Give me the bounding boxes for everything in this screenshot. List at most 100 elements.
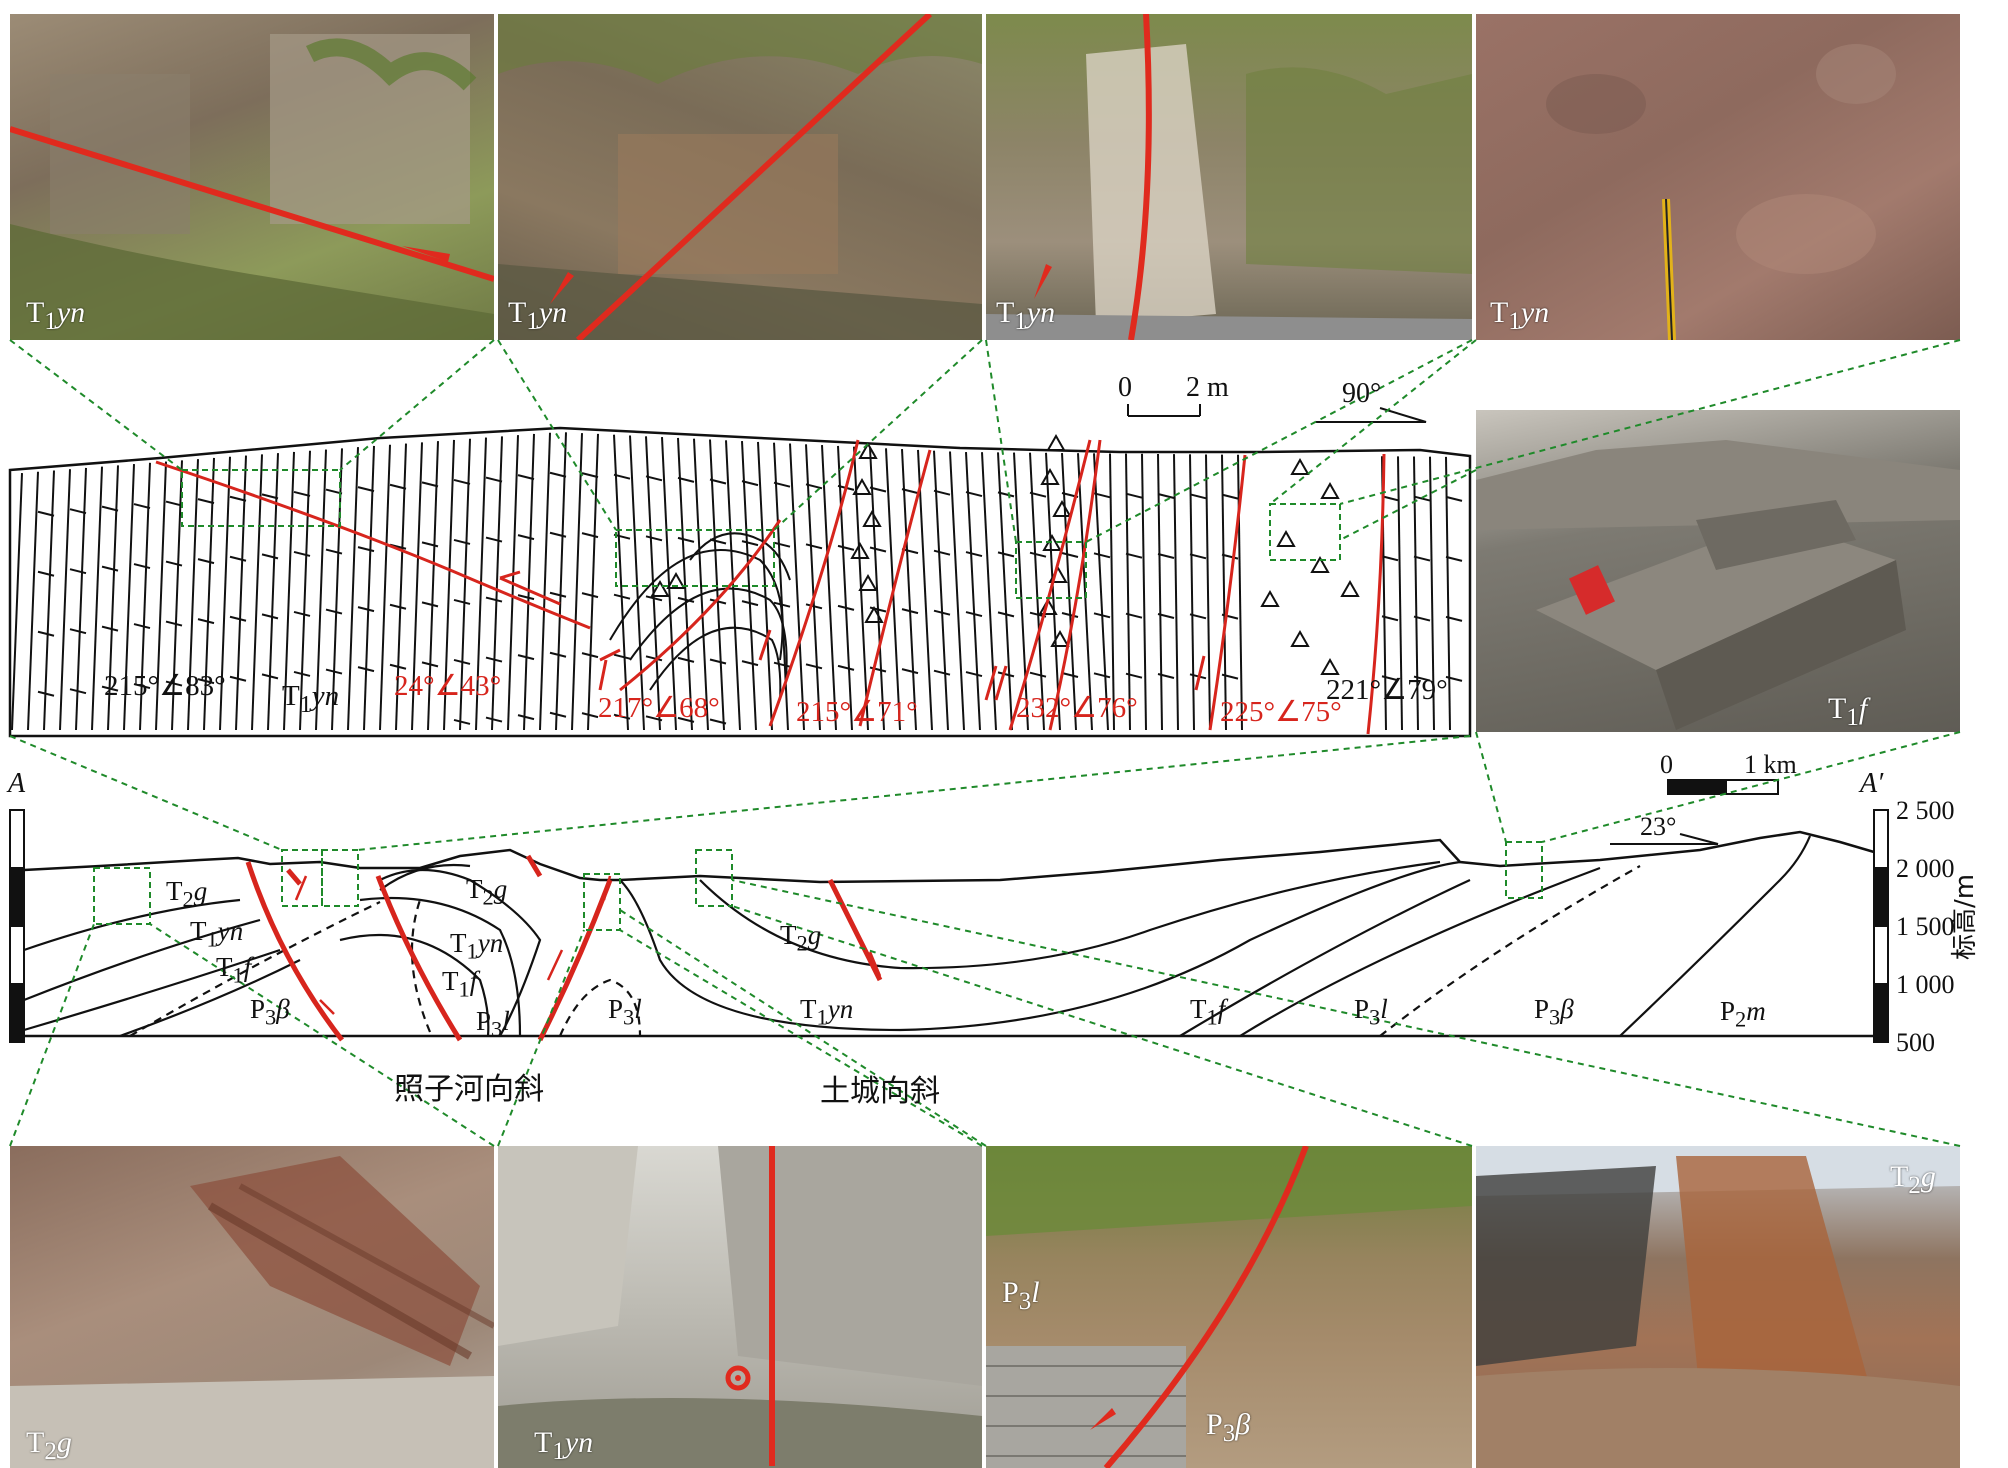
bedding-cross-joint [1413,555,1431,562]
bedding-cross-joint [485,476,503,483]
bedding-line [1029,452,1045,731]
bedding-line [933,450,949,731]
section-dashed-contacts [129,865,1641,1037]
bedding-cross-joint [229,555,247,562]
bedding-cross-joint [741,540,759,547]
bedding-line [773,442,789,731]
bedding-cross-joint [325,548,343,555]
bedding-cross-joint [1157,553,1175,559]
elev-tick-2000: 2 000 [1896,854,1955,883]
section-fault-arrows [294,875,882,1015]
syncline-label-1: 照子河向斜 [394,1072,544,1107]
right-photo: T1f [1476,410,1960,732]
sketch-attitude-fault-5: 225°∠75° [1220,696,1342,728]
bedding-line [1093,453,1109,731]
bedding-line [491,436,503,731]
bedding-line [347,447,359,731]
section-unit-4: P3β [250,994,290,1030]
bedding-line [1061,452,1077,731]
breccia-triangle [666,571,686,589]
breccia-triangle [1310,555,1330,573]
bottom-photo-4: T2g [1476,1146,1960,1468]
bedding-cross-joint [1445,495,1463,502]
section-topography [23,830,1875,884]
bedding-cross-joint [837,604,855,611]
bedding-cross-joint [1445,675,1463,682]
top-photo-1-label: T1yn [26,296,86,335]
bedding-line [901,449,917,731]
bedding-line [1397,456,1403,731]
bedding-cross-joint [229,615,247,622]
bottom-photo-1-label: T2g [26,1426,72,1465]
bedding-cross-joint [773,541,791,548]
breccia-triangle [1290,629,1310,647]
bedding-line [1237,454,1243,731]
bedding-cross-joint [741,660,759,667]
bedding-line [155,461,167,731]
bedding-cross-joint [805,663,823,670]
bedding-cross-joint [357,486,375,493]
bedding-cross-joint [645,595,663,602]
bedding-cross-joint [133,563,151,570]
bedding-cross-joint [1381,675,1399,682]
bedding-cross-joint [549,711,567,718]
bedding-cross-joint [261,613,279,620]
elev-tick-2500: 2 500 [1896,796,1955,825]
breccia-triangle [858,573,878,591]
bedding-cross-joint [1445,555,1463,562]
sketch-faults [155,439,1386,735]
bedding-cross-joint [293,550,311,557]
bottom-photo-1: T2g [10,1146,494,1468]
bedding-line [821,445,837,731]
sketch-bedding-angle: 90° [1342,378,1382,409]
bedding-cross-joint [1093,672,1111,679]
breccia-triangle [1276,529,1296,547]
bedding-line [43,470,55,731]
bedding-cross-joint [1413,615,1431,622]
bedding-cross-joint [1029,671,1047,678]
bedding-line [661,437,677,731]
bedding-cross-joint [1029,491,1047,498]
top-photo-4: T1yn [1476,14,1960,340]
bedding-cross-joint [549,471,567,478]
bedding-cross-joint [933,489,951,496]
bedding-line [555,432,567,731]
breccia-triangle [858,441,878,459]
top-photo-3: T1yn [986,14,1472,340]
bedding-cross-joint [69,628,87,635]
bedding-cross-joint [933,669,951,676]
bedding-cross-joint [485,716,503,723]
breccia-triangle [1052,499,1072,517]
bedding-line [459,438,471,731]
bedding-cross-joint [357,606,375,613]
bedding-line [219,456,231,731]
section-label-a-prime: A′ [1860,768,1884,799]
bedding-line [27,471,39,731]
breccia-triangle [862,509,882,527]
breccia-triangle [1340,579,1360,597]
bedding-line [235,455,247,731]
top-photo-2: T1yn [498,14,982,340]
bedding-cross-joint [1445,615,1463,622]
breccia-triangle [650,579,670,597]
bedding-line [1157,453,1163,731]
bedding-cross-joint [677,716,695,723]
bedding-line [837,445,853,731]
bedding-cross-joint [869,546,887,553]
bedding-line [1413,456,1419,731]
bedding-cross-joint [1157,493,1175,499]
bedding-cross-joint [229,495,247,502]
bedding-cross-joint [1413,675,1431,682]
bedding-cross-joint [677,476,695,483]
bedding-line [107,465,119,731]
bottom-photo-2-label: T1yn [534,1426,594,1465]
bedding-cross-joint [37,570,55,577]
bedding-cross-joint [645,475,663,482]
bedding-cross-joint [1125,612,1143,619]
breccia-triangle [1320,481,1340,499]
bedding-cross-joint [1061,672,1079,678]
bedding-cross-joint [965,671,983,678]
sketch-attitude-1: 215°∠83° [104,670,226,702]
bedding-line [59,469,71,731]
bedding-cross-joint [805,543,823,550]
